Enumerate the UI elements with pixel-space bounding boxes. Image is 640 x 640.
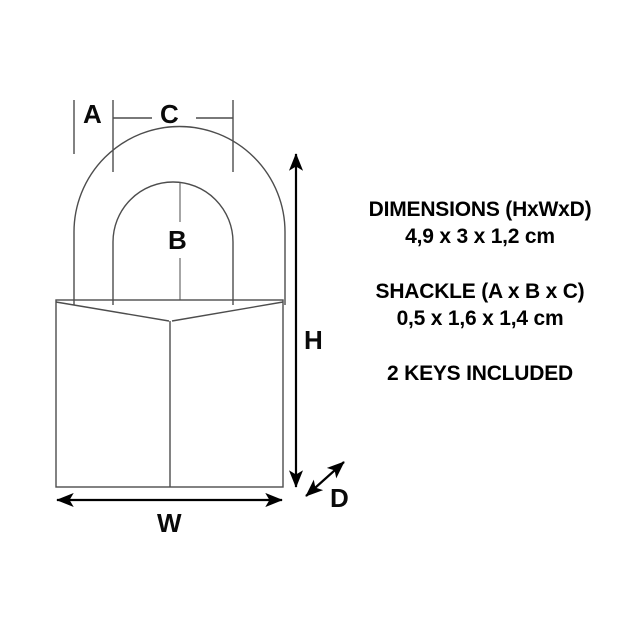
- dimension-label-b: B: [168, 225, 187, 255]
- dimensions-value: 4,9 x 3 x 1,2 cm: [405, 225, 555, 248]
- spacer-2: [330, 332, 630, 360]
- shackle-value: 0,5 x 1,6 x 1,4 cm: [396, 307, 564, 330]
- dimension-label-a: A: [83, 99, 102, 129]
- specifications-block: DIMENSIONS (HxWxD) 4,9 x 3 x 1,2 cm SHAC…: [330, 196, 630, 387]
- shackle-outer-outline: [73, 125, 286, 305]
- dimension-label-h: H: [304, 325, 323, 355]
- keys-included-text: 2 KEYS INCLUDED: [386, 362, 574, 385]
- dimension-label-c: C: [160, 99, 179, 129]
- spacer-1: [330, 250, 630, 278]
- dimension-label-d: D: [330, 483, 349, 513]
- body-bevel-right: [171, 301, 284, 322]
- dimension-arrow-depth: [305, 461, 345, 497]
- shackle-inner-outline: [112, 181, 234, 305]
- body-bevel-left: [55, 301, 170, 322]
- dimension-label-w: W: [157, 508, 182, 538]
- shackle-label: SHACKLE (A x B x C): [375, 280, 585, 303]
- dimensions-label: DIMENSIONS (HxWxD): [368, 198, 592, 221]
